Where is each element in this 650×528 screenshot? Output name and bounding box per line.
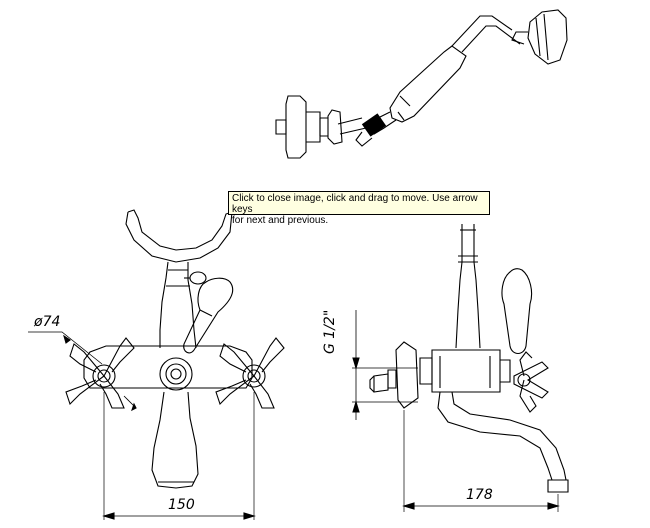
width-side-label: 178: [466, 487, 493, 503]
width-front-label: 150: [168, 497, 195, 513]
image-viewer-tooltip[interactable]: Click to close image, click and drag to …: [228, 191, 490, 226]
tooltip-line-2: for next and previous.: [232, 215, 329, 226]
front-view: [28, 209, 285, 520]
left-handle: [65, 337, 135, 409]
hand-shower: [275, 9, 568, 159]
diameter-label: ø74: [34, 314, 61, 330]
side-view: [352, 224, 569, 512]
tooltip-line-1: Click to close image, click and drag to …: [232, 193, 478, 215]
thread-label: G 1/2": [322, 309, 338, 354]
right-handle: [215, 337, 285, 409]
